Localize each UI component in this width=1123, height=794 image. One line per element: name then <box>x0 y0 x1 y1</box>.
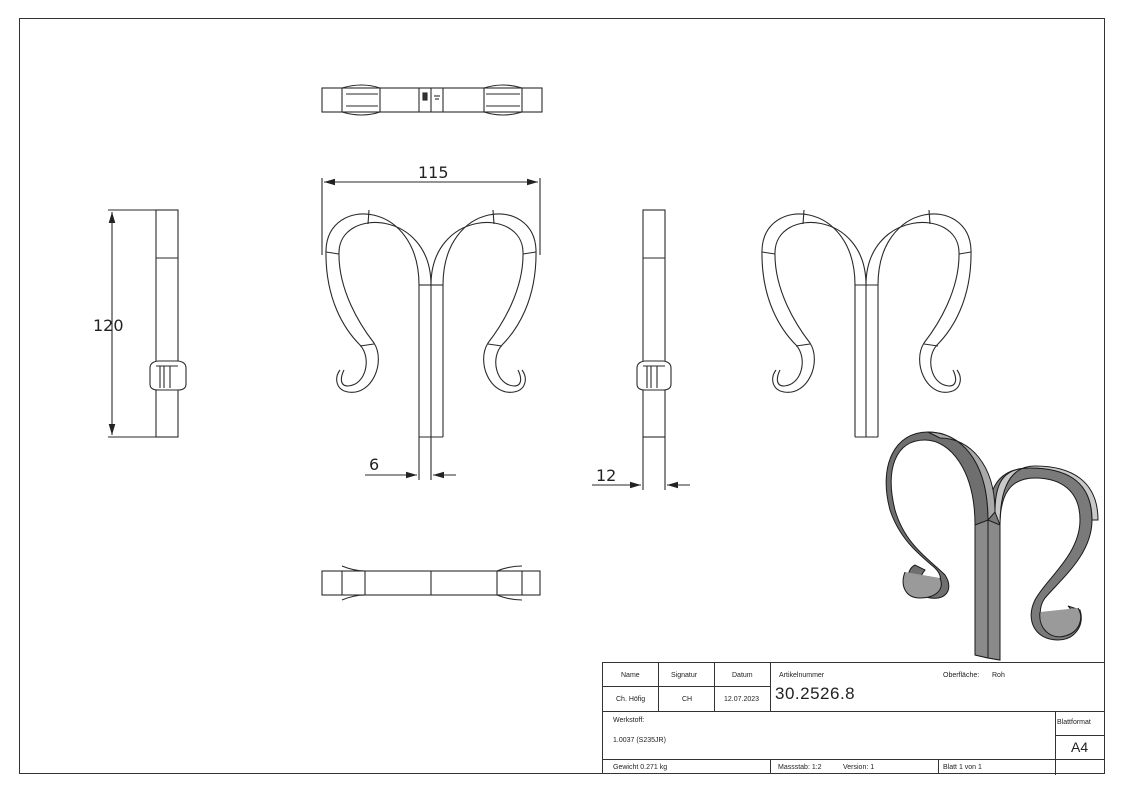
signature-value: CH <box>682 696 693 703</box>
date-header: Datum <box>732 672 753 679</box>
front-view <box>325 209 537 438</box>
surface-label: Oberfläche: <box>943 672 980 679</box>
back-view <box>761 209 972 438</box>
scale-value: Massstab: 1:2 <box>778 764 822 771</box>
sheet-format-value: A4 <box>1071 739 1089 755</box>
left-side-view <box>149 209 187 438</box>
material-label: Werkstoff: <box>613 717 645 724</box>
bottom-view <box>321 565 541 601</box>
dimension-120 <box>108 209 156 438</box>
name-header: Name <box>621 672 640 679</box>
dimension-115 <box>321 178 541 255</box>
sheet-number: Blatt 1 von 1 <box>943 764 982 771</box>
dimension-6 <box>365 437 456 480</box>
dim-12-label: 12 <box>596 466 616 485</box>
title-block: Name Signatur Datum Artikelnummer Oberfl… <box>602 662 1105 775</box>
date-value: 12.07.2023 <box>724 696 760 703</box>
right-side-view <box>636 209 672 438</box>
material-value: 1.0037 (S235JR) <box>613 737 666 744</box>
isometric-view <box>885 431 1099 661</box>
dimension-12 <box>592 437 690 490</box>
dim-6-label: 6 <box>369 455 379 474</box>
top-view <box>321 84 543 116</box>
signature-header: Signatur <box>671 672 698 679</box>
dim-120-label: 120 <box>93 316 124 335</box>
version-value: Version: 1 <box>843 764 875 771</box>
article-number-label: Artikelnummer <box>779 672 825 679</box>
drawing-frame <box>19 18 1105 774</box>
weight-value: Gewicht 0.271 kg <box>613 764 668 771</box>
article-number-value: 30.2526.8 <box>775 684 856 703</box>
name-value: Ch. Höfig <box>616 696 646 703</box>
dim-115-label: 115 <box>418 163 449 182</box>
surface-value: Roh <box>992 672 1005 679</box>
sheet-format-label: Blattformat <box>1057 719 1091 726</box>
